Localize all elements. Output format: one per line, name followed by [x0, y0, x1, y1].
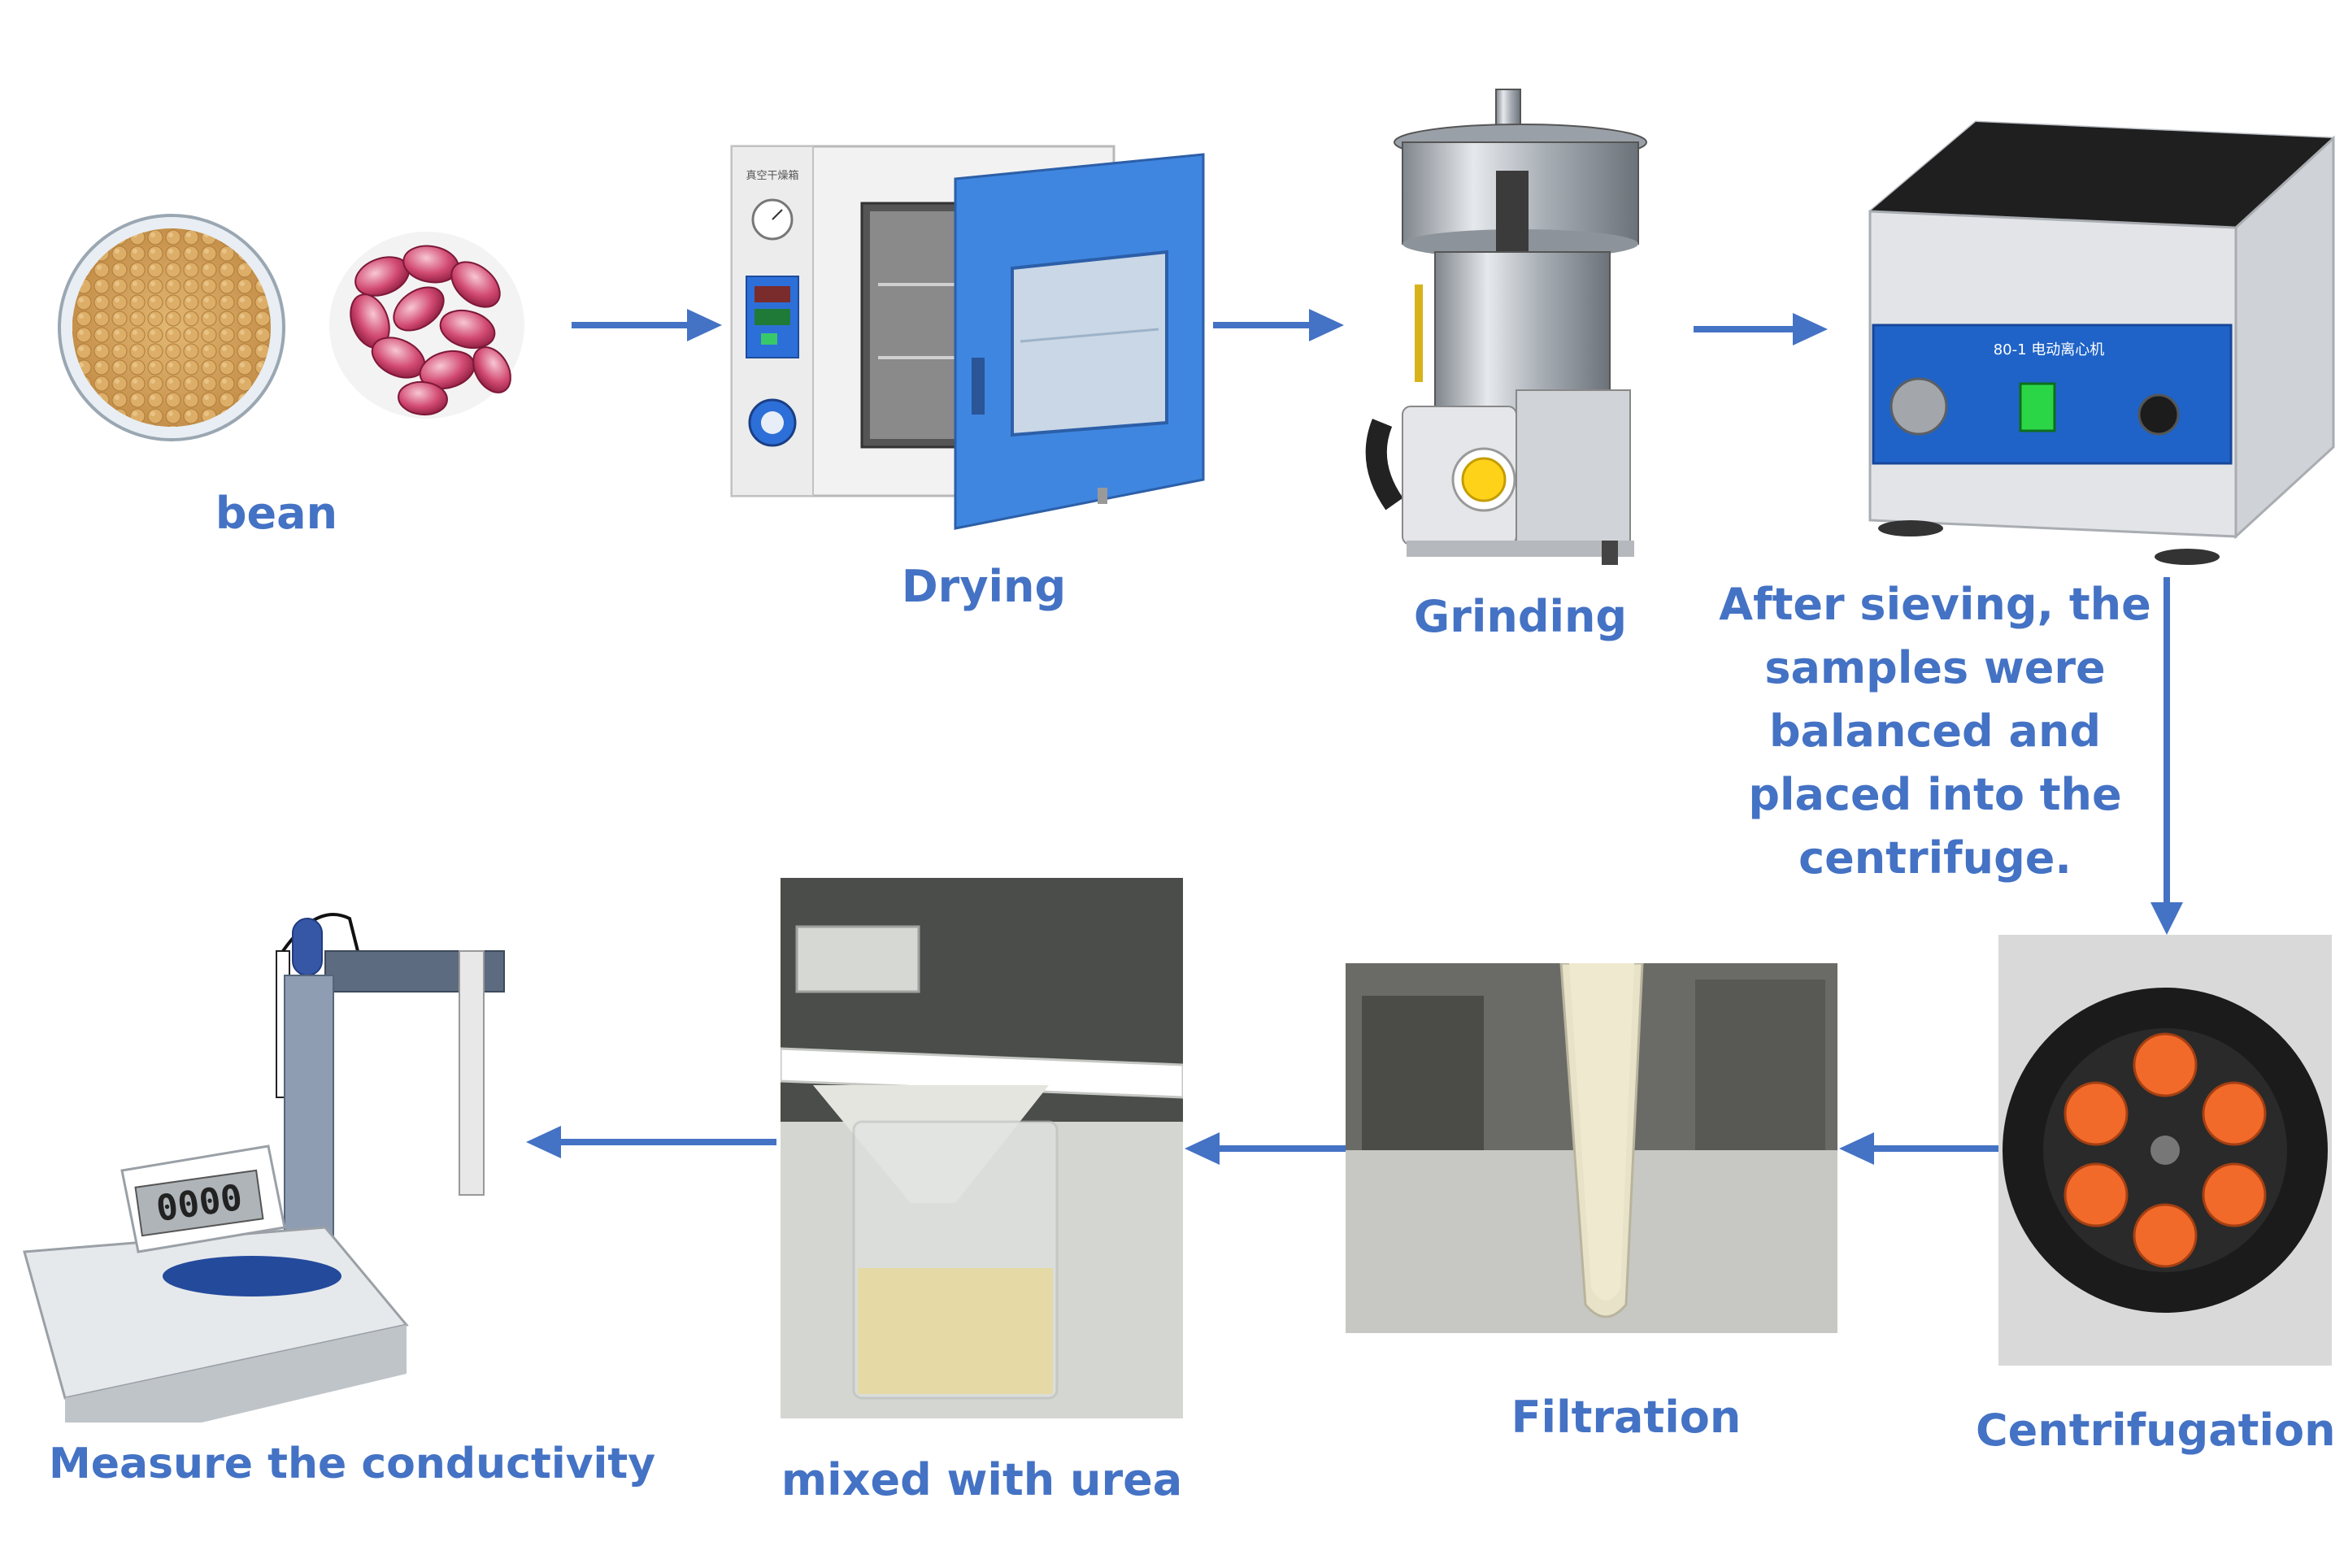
centrifugation-label: Centrifugation — [1976, 1405, 2336, 1456]
drying-label: Drying — [901, 561, 1067, 612]
measure-conductivity-label: Measure the conductivity — [49, 1440, 656, 1488]
arrow-filtration-to-mixing — [1185, 1132, 1346, 1165]
grinding-label: Grinding — [1413, 591, 1628, 642]
soybean-bowl-image — [57, 213, 286, 442]
arrow-centrifugation-to-filtration — [1839, 1132, 1998, 1165]
arrow-bean-to-drying — [572, 309, 722, 341]
arrow-grinding-to-centrifuge — [1694, 313, 1828, 345]
mixed-with-urea-label: mixed with urea — [781, 1454, 1183, 1505]
centrifuge-rotor-photo — [1998, 935, 2332, 1366]
oven-brand-text: 真空干燥箱 — [746, 169, 798, 182]
conductivity-meter-image: 0000 — [16, 902, 537, 1422]
bean-label: bean — [215, 488, 338, 539]
urea-mixture-photo — [781, 878, 1183, 1418]
arrow-down-to-centrifugation — [2150, 577, 2183, 935]
red-bean-bowl-image — [325, 228, 528, 423]
centrifuge-model-text: 80-1 电动离心机 — [1994, 341, 2105, 358]
arrow-drying-to-grinding — [1213, 309, 1344, 341]
sieving-note-label: After sieving, the samples were balanced… — [1719, 579, 2151, 884]
vacuum-drying-oven-image: 真空干燥箱 — [724, 130, 1211, 536]
arrow-mixing-to-measure — [526, 1126, 776, 1158]
filtration-tube-photo — [1346, 963, 1837, 1333]
filtration-label: Filtration — [1511, 1392, 1742, 1443]
grinder-image — [1358, 81, 1667, 569]
centrifuge-machine-image: 80-1 电动离心机 — [1854, 114, 2342, 577]
